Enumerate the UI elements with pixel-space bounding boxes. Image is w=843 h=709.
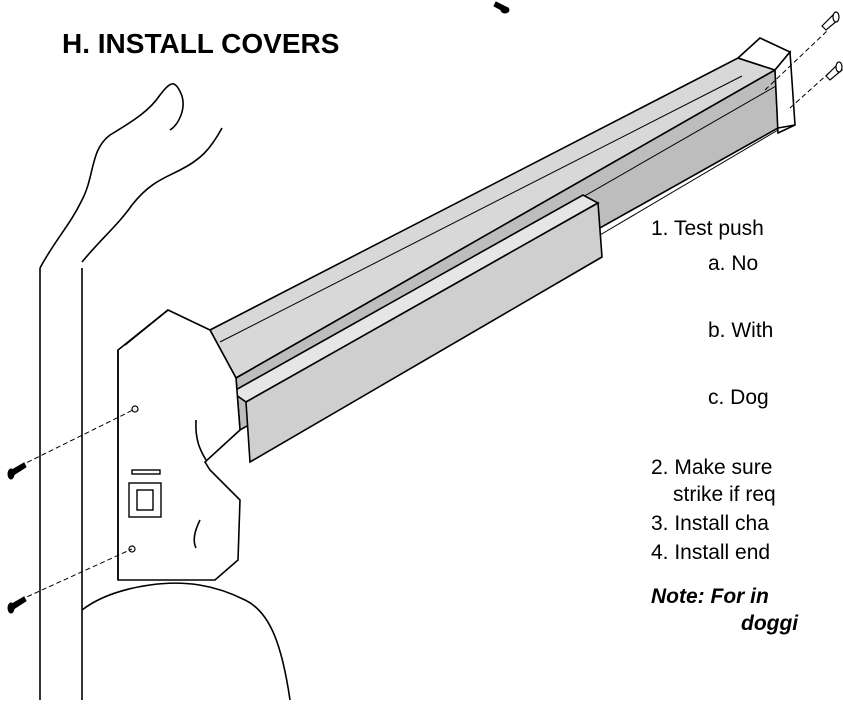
instruction-step-4: 4. Install end — [651, 541, 771, 564]
instruction-step-1c: c. Dog — [708, 386, 769, 409]
chassis-cover — [117, 309, 241, 581]
cover-status-window — [128, 469, 162, 518]
door-edge — [39, 83, 291, 701]
instruction-step-1b: b. With — [708, 319, 774, 342]
page-title: H. INSTALL COVERS — [62, 28, 340, 59]
instruction-step-3: 3. Install cha — [651, 512, 769, 535]
note-line-1: Note: For in — [651, 585, 769, 608]
note-line-2: doggi — [741, 612, 799, 635]
instruction-step-1a: a. No — [708, 252, 759, 275]
end-cap — [736, 37, 796, 135]
screw-icon — [493, 1, 510, 14]
screw-icon — [821, 11, 840, 31]
screw-icon — [7, 596, 27, 614]
instruction-step-2-continued: strike if req — [673, 483, 776, 506]
push-pad — [230, 194, 603, 464]
screw-icon — [825, 61, 843, 81]
screw-lead-lines — [19, 29, 831, 601]
instruction-step-2: 2. Make sure — [651, 456, 773, 479]
screw-icon — [7, 462, 27, 480]
instruction-step-1: 1. Test push — [651, 217, 764, 240]
